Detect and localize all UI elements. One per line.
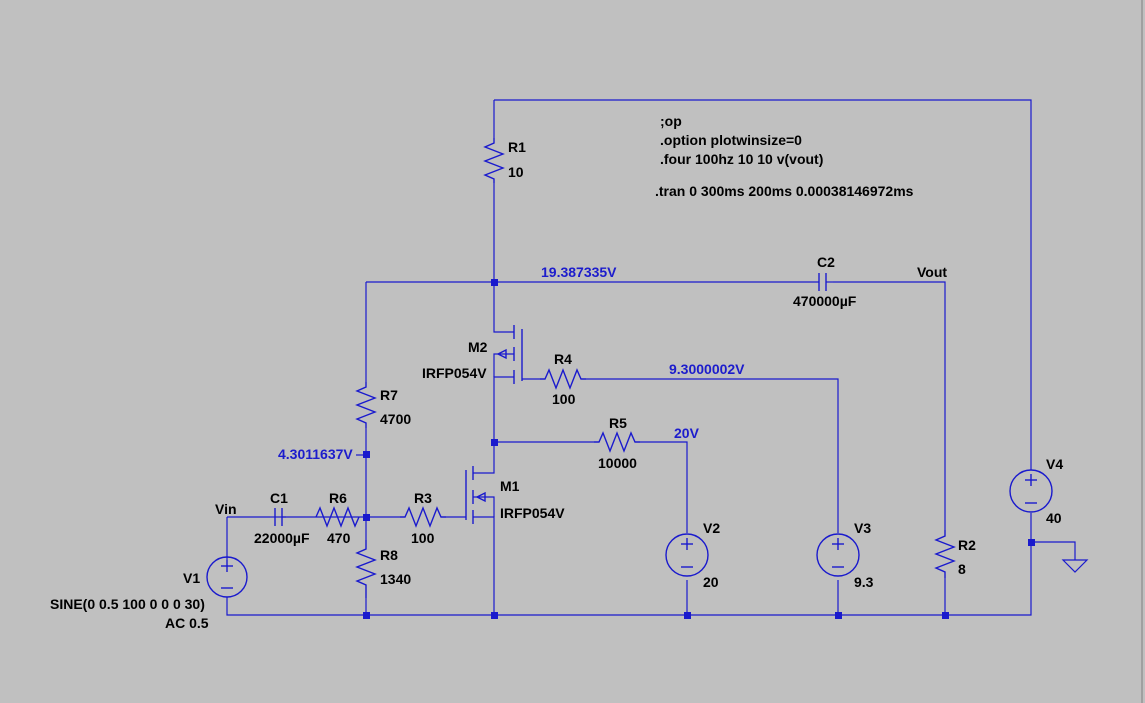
label-r2-value: 8 bbox=[958, 561, 966, 577]
resistor-r7[interactable] bbox=[355, 382, 377, 428]
label-m1-name: M1 bbox=[500, 478, 520, 494]
voltage-source-v2[interactable] bbox=[665, 533, 709, 577]
node-voltage-v3: 9.3000002V bbox=[669, 361, 745, 377]
node-voltage-v2: 20V bbox=[674, 425, 700, 441]
voltage-source-v1[interactable] bbox=[206, 555, 248, 598]
label-c2-value: 470000µF bbox=[793, 293, 857, 309]
label-c2-name: C2 bbox=[817, 254, 835, 270]
mosfet-m1[interactable] bbox=[465, 466, 486, 524]
net-label-vout: Vout bbox=[917, 264, 947, 280]
label-m2-name: M2 bbox=[468, 339, 488, 355]
label-r5-value: 10000 bbox=[598, 455, 637, 471]
resistor-r8[interactable] bbox=[355, 540, 377, 598]
node-voltage-bias: 4.3011637V bbox=[278, 446, 353, 462]
voltage-source-v4[interactable] bbox=[1009, 469, 1053, 513]
resistor-r3[interactable] bbox=[400, 506, 446, 528]
resistor-r6[interactable] bbox=[315, 506, 360, 528]
label-r2-name: R2 bbox=[958, 537, 976, 553]
capacitor-c2[interactable] bbox=[818, 273, 833, 291]
label-v2-value: 20 bbox=[703, 574, 719, 590]
resistor-r2[interactable] bbox=[934, 530, 956, 578]
directive-tran: .tran 0 300ms 200ms 0.00038146972ms bbox=[655, 183, 914, 199]
label-r8-value: 1340 bbox=[380, 571, 411, 587]
label-r1-value: 10 bbox=[508, 164, 524, 180]
wires bbox=[226, 99, 1089, 616]
label-r5-name: R5 bbox=[609, 415, 627, 431]
label-r6-name: R6 bbox=[329, 490, 347, 506]
label-v1-value: SINE(0 0.5 100 0 0 0 30) bbox=[50, 596, 205, 612]
mosfet-m2[interactable] bbox=[496, 325, 523, 384]
label-v1-ac: AC 0.5 bbox=[165, 615, 209, 631]
label-v3-name: V3 bbox=[854, 520, 871, 536]
label-v1-name: V1 bbox=[183, 570, 200, 586]
label-r3-name: R3 bbox=[414, 490, 432, 506]
label-r4-name: R4 bbox=[554, 351, 572, 367]
label-r1-name: R1 bbox=[508, 139, 526, 155]
directive-op: ;op bbox=[660, 113, 682, 129]
label-r4-value: 100 bbox=[552, 391, 576, 407]
resistor-r1[interactable] bbox=[483, 138, 505, 183]
label-c1-name: C1 bbox=[270, 490, 288, 506]
directive-option: .option plotwinsize=0 bbox=[660, 132, 802, 148]
resistor-r4[interactable] bbox=[540, 368, 586, 390]
label-r7-value: 4700 bbox=[380, 411, 411, 427]
label-v2-name: V2 bbox=[703, 520, 720, 536]
junctions bbox=[363, 279, 1035, 619]
label-v3-value: 9.3 bbox=[854, 574, 874, 590]
label-r7-name: R7 bbox=[380, 387, 398, 403]
resistor-r5[interactable] bbox=[594, 431, 640, 453]
spice-directives[interactable]: ;op .option plotwinsize=0 .four 100hz 10… bbox=[655, 113, 914, 199]
label-r8-name: R8 bbox=[380, 547, 398, 563]
capacitor-c1[interactable] bbox=[274, 508, 316, 526]
voltage-source-v3[interactable] bbox=[816, 533, 860, 577]
label-v4-name: V4 bbox=[1046, 456, 1063, 472]
net-label-vin: Vin bbox=[215, 501, 237, 517]
label-c1-value: 22000µF bbox=[254, 530, 310, 546]
node-voltage-m2-drain: 19.387335V bbox=[541, 264, 617, 280]
label-r3-value: 100 bbox=[411, 530, 435, 546]
label-m2-value: IRFP054V bbox=[422, 365, 487, 381]
directive-four: .four 100hz 10 10 v(vout) bbox=[660, 151, 823, 167]
label-m1-value: IRFP054V bbox=[500, 505, 565, 521]
label-v4-value: 40 bbox=[1046, 510, 1062, 526]
label-r6-value: 470 bbox=[327, 530, 351, 546]
